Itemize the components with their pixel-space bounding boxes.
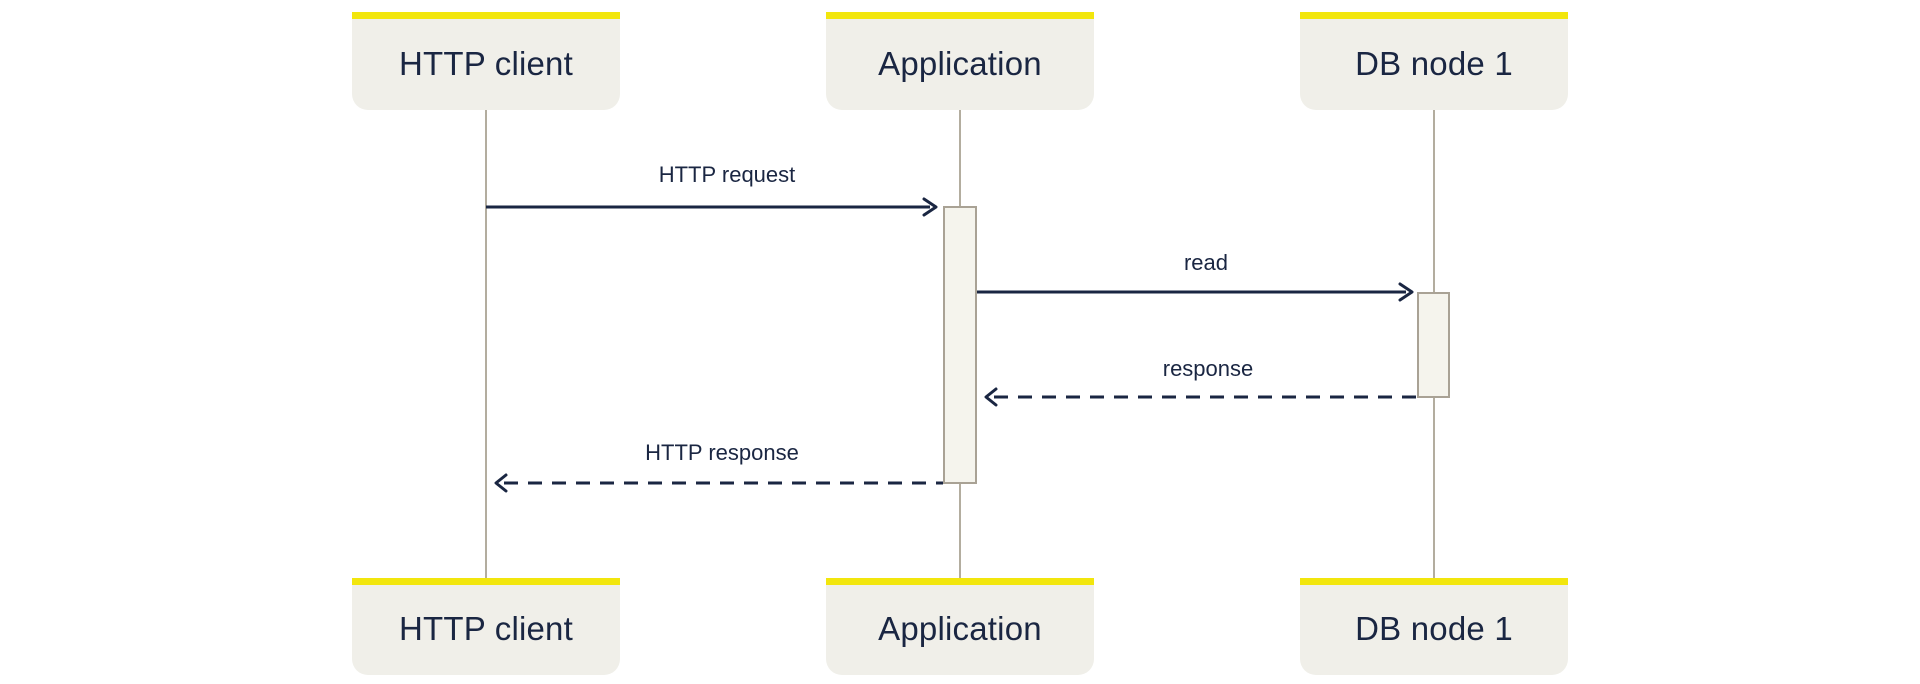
participant-bottom-db-node-1: DB node 1 bbox=[1300, 578, 1568, 675]
message-label-http-request: HTTP request bbox=[658, 162, 796, 187]
participant-accent-strip bbox=[1300, 12, 1568, 19]
activation-bar-db-node-1 bbox=[1417, 292, 1450, 398]
participant-accent-strip bbox=[1300, 578, 1568, 585]
activation-bar-application bbox=[943, 206, 977, 484]
message-arrow-read bbox=[977, 282, 1414, 302]
participant-bottom-application: Application bbox=[826, 578, 1094, 675]
message-label-response: response bbox=[1162, 356, 1254, 381]
participant-top-http-client: HTTP client bbox=[352, 12, 620, 110]
participant-bottom-http-client: HTTP client bbox=[352, 578, 620, 675]
message-label-read: read bbox=[1183, 250, 1229, 275]
participant-name: Application bbox=[878, 610, 1042, 647]
lifeline-http-client bbox=[485, 110, 487, 578]
participant-top-db-node-1: DB node 1 bbox=[1300, 12, 1568, 110]
message-arrow-response bbox=[984, 387, 1417, 407]
participant-accent-strip bbox=[352, 12, 620, 19]
participant-name: HTTP client bbox=[399, 610, 573, 647]
message-arrow-http-response bbox=[494, 473, 943, 493]
message-label-http-response: HTTP response bbox=[645, 440, 799, 465]
message-arrow-http-request bbox=[486, 197, 938, 217]
participant-accent-strip bbox=[826, 578, 1094, 585]
participant-accent-strip bbox=[352, 578, 620, 585]
participant-top-application: Application bbox=[826, 12, 1094, 110]
participant-name: DB node 1 bbox=[1355, 44, 1513, 82]
participant-name: HTTP client bbox=[399, 44, 573, 82]
participant-name: DB node 1 bbox=[1355, 610, 1513, 647]
participant-name: Application bbox=[878, 44, 1042, 82]
participant-accent-strip bbox=[826, 12, 1094, 19]
